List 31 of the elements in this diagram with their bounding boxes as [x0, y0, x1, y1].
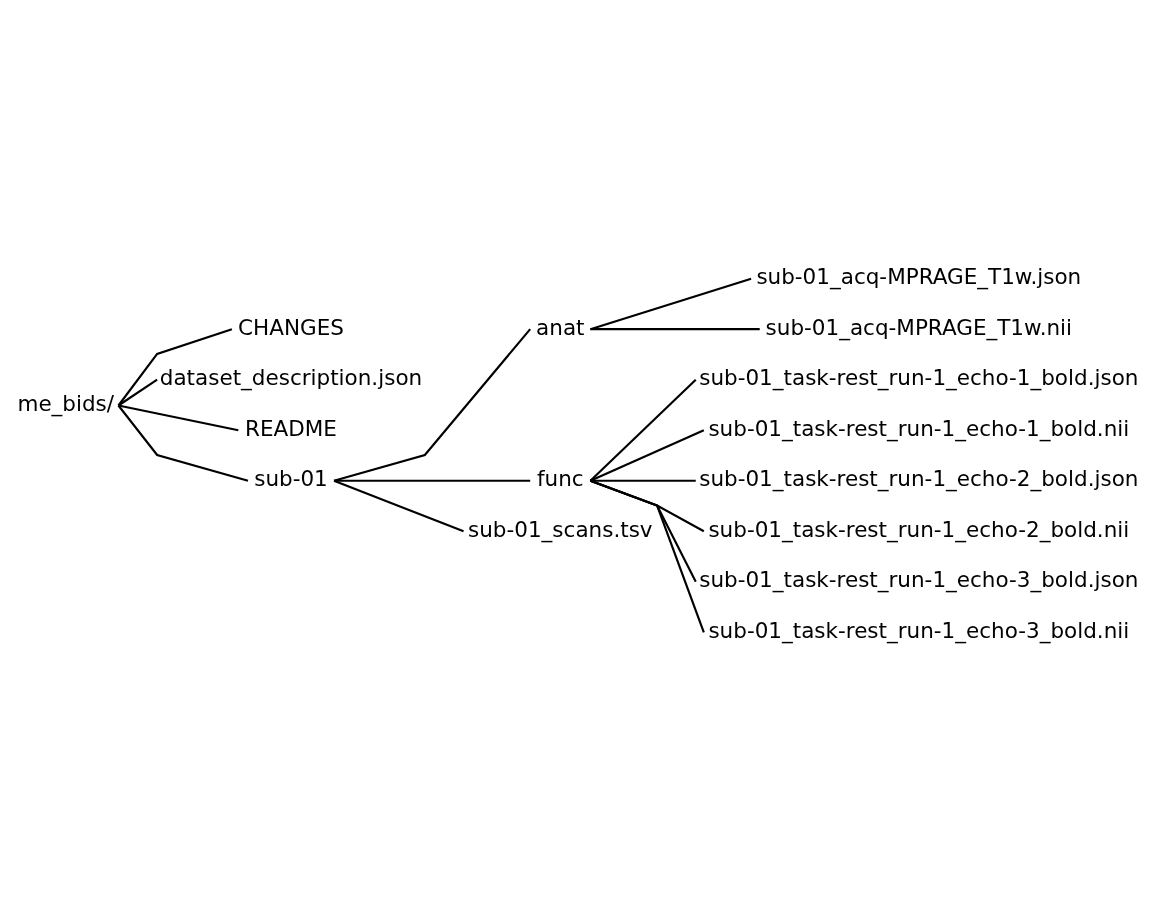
- node-text: sub-01_task-rest_run-1_echo-2_bold.json: [699, 465, 1139, 491]
- connector: [590, 479, 705, 633]
- connector: [117, 404, 249, 482]
- node-text: sub-01_scans.tsv: [468, 516, 653, 542]
- node-text: sub-01_task-rest_run-1_echo-2_bold.nii: [708, 516, 1130, 542]
- connector: [590, 479, 696, 482]
- connector: [590, 479, 705, 532]
- node-text: sub-01_task-rest_run-1_echo-3_bold.json: [699, 566, 1139, 592]
- connector: [590, 277, 752, 330]
- connector: [590, 327, 760, 330]
- connector: [333, 328, 532, 482]
- node-text: sub-01_acq-MPRAGE_T1w.json: [756, 263, 1082, 289]
- node-text: anat: [536, 314, 585, 340]
- connector: [589, 428, 705, 482]
- connector: [118, 403, 239, 431]
- connector: [333, 479, 464, 532]
- node-text: CHANGES: [238, 314, 344, 340]
- node-text: sub-01_task-rest_run-1_echo-1_bold.nii: [708, 415, 1130, 441]
- connector: [117, 327, 233, 406]
- node-text: README: [245, 415, 337, 441]
- node-text: sub-01: [254, 465, 328, 491]
- node-text: sub-01_task-rest_run-1_echo-3_bold.nii: [708, 617, 1130, 643]
- node-text: sub-01_task-rest_run-1_echo-1_bold.json: [699, 364, 1139, 390]
- connector: [589, 378, 697, 482]
- connector: [117, 378, 158, 406]
- node-text: sub-01_acq-MPRAGE_T1w.nii: [765, 314, 1073, 340]
- node-text: dataset_description.json: [159, 364, 423, 390]
- connector: [590, 479, 697, 582]
- connector: [334, 479, 531, 482]
- node-text: me_bids/: [17, 390, 115, 416]
- node-text: func: [536, 465, 584, 491]
